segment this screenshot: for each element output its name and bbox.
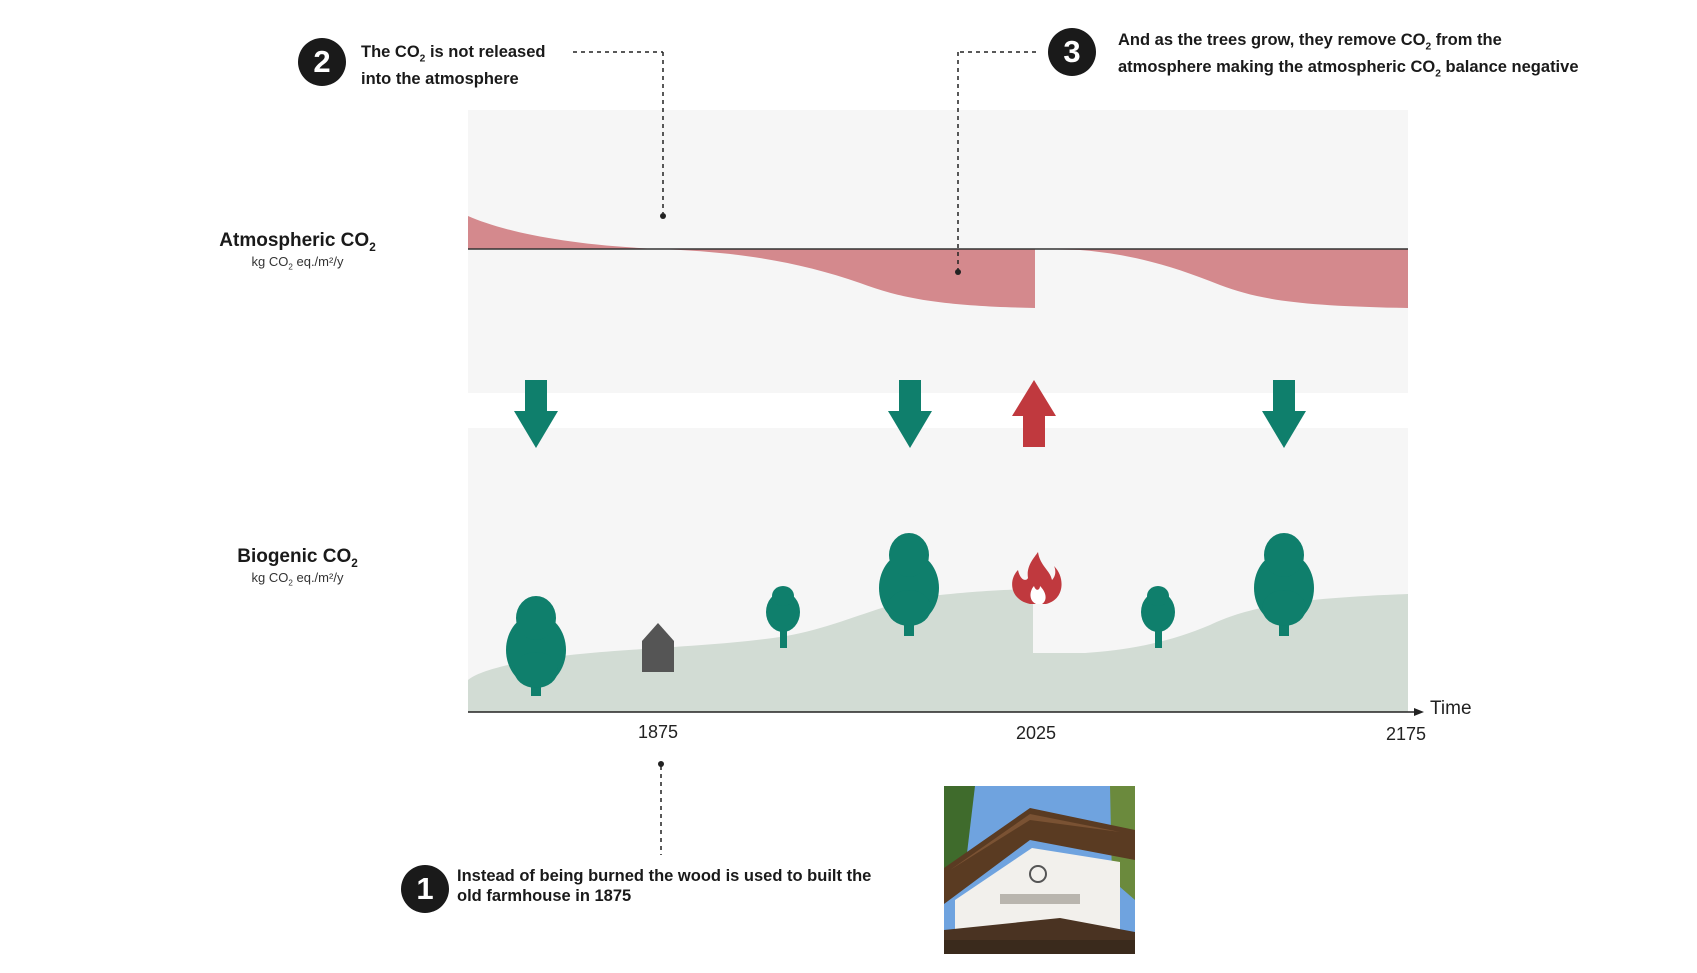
callout-2-badge: 2	[298, 38, 346, 86]
tick-label-2025: 2025	[1016, 723, 1057, 743]
callout-3-text: And as the trees grow, they remove CO2 f…	[1118, 30, 1688, 85]
callout-1-text: Instead of being burned the wood is used…	[457, 866, 927, 906]
callout-1-line1: Instead of being burned the wood is used…	[457, 867, 872, 885]
atmospheric-area-second-cycle	[1035, 249, 1408, 308]
atmospheric-unit-post: eq./m²/y	[292, 253, 344, 269]
callout-3-leader	[957, 51, 1036, 270]
callout-2-line1-sub: 2	[419, 53, 426, 65]
atmospheric-unit-sub: 2	[288, 262, 293, 272]
arrow-down-icon	[1262, 380, 1306, 448]
biogenic-title-sub: 2	[351, 556, 358, 570]
atmospheric-label: Atmospheric CO2 kg CO2 eq./m²/y	[190, 230, 405, 271]
callout-2-text: The CO2 is not released into the atmosph…	[361, 42, 581, 89]
atmospheric-area-first-cycle	[660, 249, 1035, 308]
biogenic-unit-sub: 2	[288, 578, 293, 588]
callout-1-number: 1	[416, 871, 434, 906]
time-axis-arrowhead	[1414, 708, 1424, 716]
callout-3-anchor	[955, 269, 961, 275]
atmospheric-area-initial	[468, 216, 660, 249]
tree-icon	[506, 596, 566, 696]
house-icon	[642, 623, 674, 672]
callout-3-line1-post: from the	[1431, 31, 1502, 49]
biogenic-unit-post: eq./m²/y	[292, 569, 344, 585]
callout-3-line2-pre: atmosphere making the atmospheric CO	[1118, 58, 1436, 77]
tree-icon	[766, 586, 800, 648]
biogenic-title: Biogenic CO	[237, 546, 352, 567]
tick-label-2175: 2175	[1386, 724, 1427, 744]
tree-icon	[1254, 533, 1314, 636]
biogenic-label: Biogenic CO2 kg CO2 eq./m²/y	[190, 546, 405, 587]
callout-2-anchor	[660, 213, 666, 219]
tree-icon	[879, 533, 939, 636]
time-axis-label: Time	[1430, 698, 1472, 719]
callout-3-line1-sub: 2	[1425, 41, 1432, 53]
callout-3-number: 3	[1063, 34, 1081, 69]
arrow-up-icon	[1012, 380, 1056, 447]
tick-label-1875: 1875	[638, 722, 679, 742]
biogenic-area	[468, 589, 1408, 712]
callout-2-line1-pre: The CO	[361, 43, 420, 61]
callout-3-line2-post: balance negative	[1440, 58, 1579, 77]
atmospheric-unit-pre: kg CO	[251, 253, 289, 269]
arrow-down-icon	[514, 380, 558, 448]
tree-icon	[1141, 586, 1175, 648]
callout-2-line2: into the atmosphere	[361, 70, 519, 89]
callout-2-line1-post: is not released	[425, 43, 546, 61]
callout-1-anchor	[658, 761, 664, 767]
callout-3-line2-sub: 2	[1435, 68, 1441, 80]
callout-3-badge: 3	[1048, 28, 1096, 76]
arrow-down-icon	[888, 380, 932, 448]
callout-1-badge: 1	[401, 865, 449, 913]
callout-2-number: 2	[313, 44, 331, 79]
callout-1-line2: old farmhouse in 1875	[457, 887, 632, 905]
fire-icon	[1012, 552, 1062, 604]
callout-3-line1-pre: And as the trees grow, they remove CO	[1118, 31, 1426, 49]
farmhouse-photo	[944, 786, 1135, 954]
atmospheric-title-sub: 2	[369, 240, 376, 254]
atmospheric-title: Atmospheric CO	[219, 230, 370, 251]
biogenic-unit-pre: kg CO	[251, 569, 289, 585]
callout-2-leader	[573, 51, 664, 213]
